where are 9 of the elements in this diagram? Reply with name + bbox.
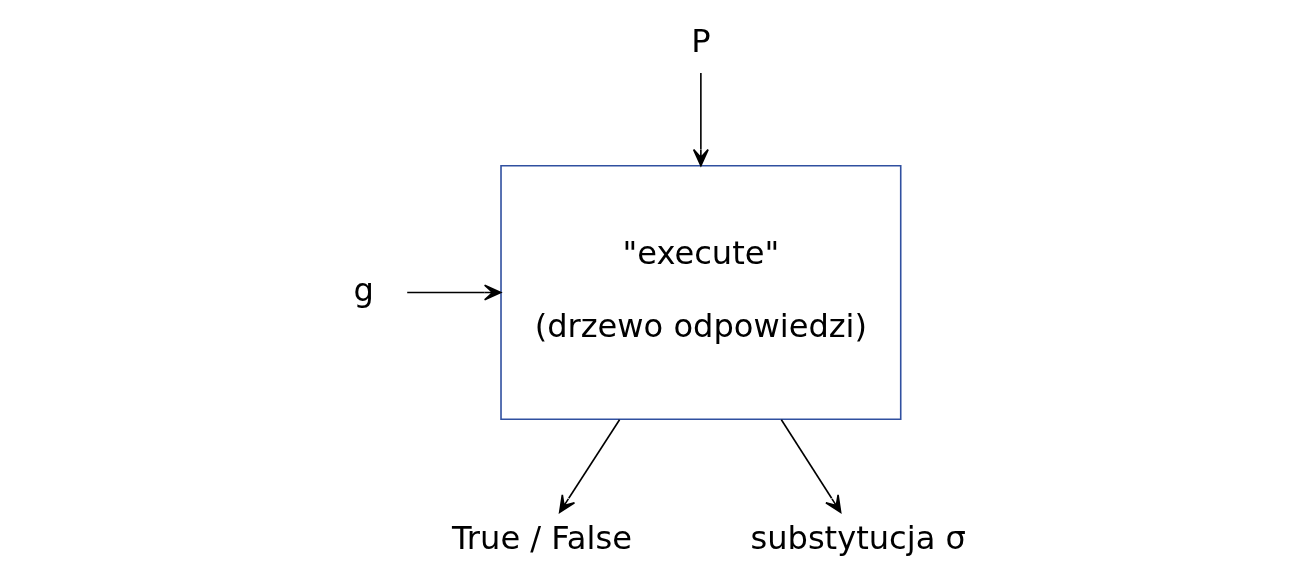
node-text: P <box>690 21 711 60</box>
node-text: substytucja σ <box>749 519 966 558</box>
arrow <box>692 72 709 167</box>
node-box: "execute" (drzewo odpowiedzi) <box>499 164 902 421</box>
node-text: True / False <box>451 519 632 558</box>
node-text: g <box>353 270 374 309</box>
arrow <box>405 284 501 301</box>
arrow <box>558 418 620 514</box>
arrow <box>780 418 841 514</box>
